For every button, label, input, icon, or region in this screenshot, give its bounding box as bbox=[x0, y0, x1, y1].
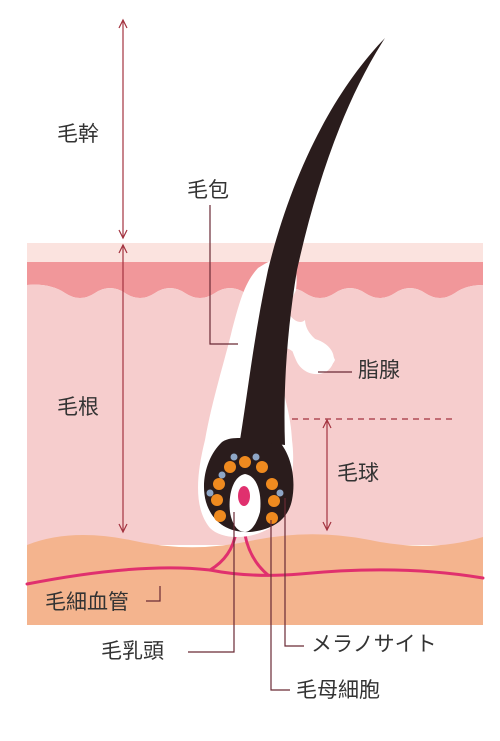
melanocyte bbox=[276, 489, 284, 497]
matrix-cell bbox=[211, 494, 223, 506]
dermal-papilla bbox=[238, 486, 250, 506]
arrow-hair-bulb-head-bottom bbox=[322, 521, 332, 532]
label-dermal-papilla: 毛乳頭 bbox=[101, 639, 164, 663]
leader-capillaries bbox=[146, 586, 161, 602]
leader-melanocyte bbox=[284, 498, 304, 647]
matrix-cell bbox=[256, 461, 268, 473]
arrow-hair-root-head-bottom bbox=[118, 523, 128, 534]
hair-shaft bbox=[240, 38, 385, 445]
skin-surface-layer bbox=[27, 243, 483, 265]
label-hair-shaft: 毛幹 bbox=[57, 122, 99, 146]
matrix-cell bbox=[268, 495, 280, 507]
matrix-cell bbox=[266, 478, 278, 490]
arrow-hair-shaft-head-bottom bbox=[118, 229, 128, 240]
melanocytes bbox=[206, 453, 284, 497]
dimension-arrows bbox=[118, 18, 452, 534]
label-melanocyte: メラノサイト bbox=[311, 632, 437, 656]
matrix-cell bbox=[214, 510, 226, 522]
matrix-cell bbox=[213, 478, 225, 490]
melanocyte bbox=[252, 453, 260, 461]
melanocyte bbox=[218, 471, 226, 479]
arrow-hair-root-head-top bbox=[118, 243, 128, 254]
arrow-hair-shaft-head-top bbox=[118, 18, 128, 29]
leader-dermal-papilla bbox=[188, 512, 235, 653]
vessel-main bbox=[25, 566, 485, 586]
label-hair-root: 毛根 bbox=[57, 395, 99, 419]
leader-matrix-cells bbox=[270, 520, 290, 691]
label-matrix-cells: 毛母細胞 bbox=[296, 678, 380, 702]
melanocyte bbox=[206, 489, 214, 497]
leader-lines bbox=[146, 205, 352, 691]
label-hair-bulb: 毛球 bbox=[337, 461, 379, 485]
matrix-cell bbox=[224, 461, 236, 473]
matrix-cells bbox=[211, 456, 280, 524]
label-hair-follicle: 毛包 bbox=[187, 178, 229, 202]
melanocyte bbox=[230, 453, 238, 461]
matrix-cell bbox=[266, 512, 278, 524]
sebaceous-gland bbox=[287, 318, 334, 375]
label-sebaceous-gland: 脂腺 bbox=[358, 358, 400, 382]
matrix-cell bbox=[239, 456, 251, 468]
leader-hair-follicle bbox=[209, 205, 238, 345]
arrow-hair-bulb-head-top bbox=[322, 418, 332, 429]
subcutaneous-layer bbox=[27, 534, 483, 625]
label-capillaries: 毛細血管 bbox=[45, 590, 129, 614]
